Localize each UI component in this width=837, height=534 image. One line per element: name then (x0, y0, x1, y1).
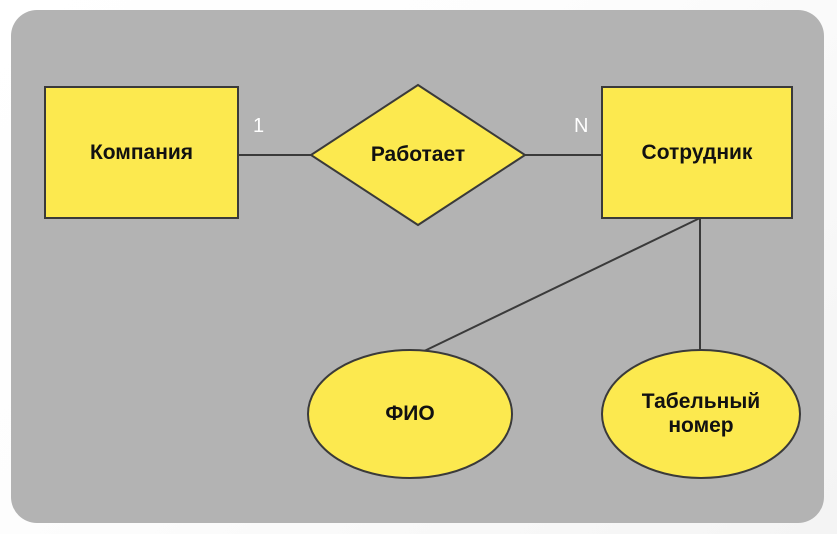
attribute-tabelniy-nomer[interactable] (601, 349, 801, 479)
attribute-fio[interactable] (307, 349, 513, 479)
entity-employee[interactable] (601, 86, 793, 219)
relationship-works[interactable] (309, 83, 527, 227)
entity-company[interactable] (44, 86, 239, 219)
connector-employee-to-fio (415, 217, 701, 356)
